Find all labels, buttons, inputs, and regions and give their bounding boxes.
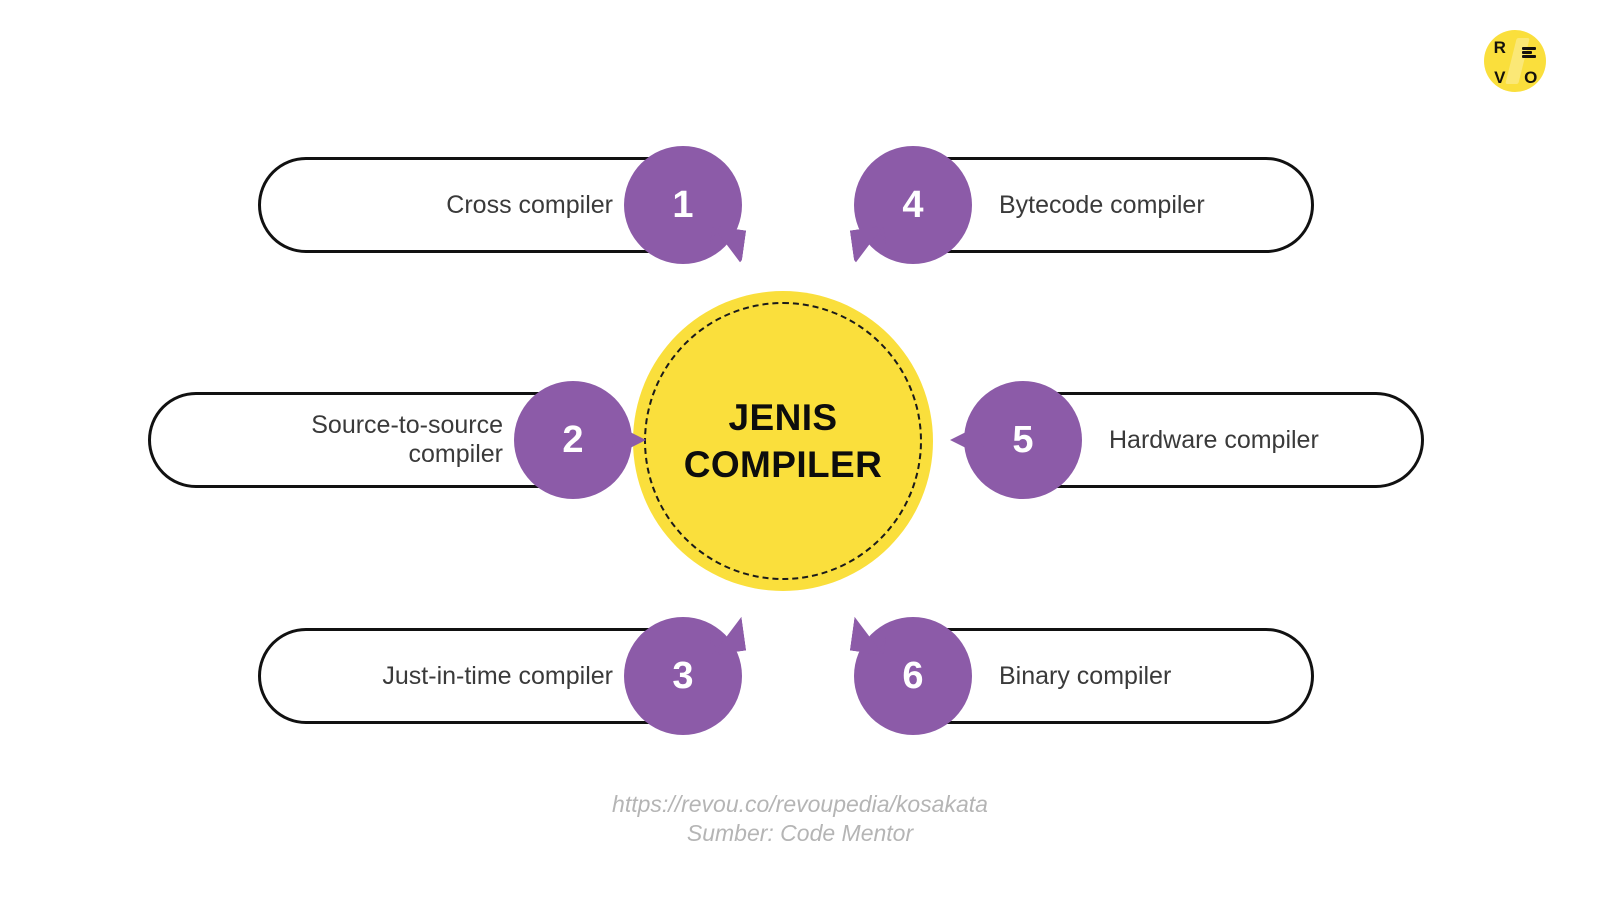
item-3-badge[interactable]: 3 bbox=[624, 617, 742, 735]
logo-equals-icon bbox=[1522, 47, 1536, 58]
item-3[interactable]: Just-in-time compiler 3 bbox=[258, 628, 728, 735]
logo-letter-v: V bbox=[1494, 67, 1505, 87]
item-6-number: 6 bbox=[902, 655, 924, 697]
item-4-badge[interactable]: 4 bbox=[854, 146, 972, 264]
logo-letter-o: O bbox=[1524, 67, 1537, 87]
item-1-badge[interactable]: 1 bbox=[624, 146, 742, 264]
item-3-number: 3 bbox=[672, 655, 694, 697]
item-3-badge-disc bbox=[624, 617, 742, 735]
item-1[interactable]: Cross compiler 1 bbox=[258, 146, 728, 253]
item-1-badge-disc bbox=[624, 146, 742, 264]
item-5-label: Hardware compiler bbox=[1109, 425, 1319, 454]
item-5-badge[interactable]: 5 bbox=[950, 381, 1082, 499]
footer: https://revou.co/revoupedia/kosakata Sum… bbox=[0, 790, 1600, 848]
item-5-badge-disc bbox=[964, 381, 1082, 499]
item-2-badge[interactable]: 2 bbox=[514, 381, 646, 499]
logo-lettermark: R V O bbox=[1484, 30, 1546, 92]
hub-title: JENIS COMPILER bbox=[683, 396, 883, 485]
item-2[interactable]: Source-to-source compiler 2 bbox=[148, 381, 646, 499]
item-6[interactable]: Binary compiler 6 bbox=[868, 628, 1314, 735]
item-1-label: Cross compiler bbox=[446, 190, 613, 219]
footer-source: Sumber: Code Mentor bbox=[686, 820, 914, 847]
item-5[interactable]: Hardware compiler 5 bbox=[950, 381, 1424, 499]
logo-letter-r: R bbox=[1493, 37, 1506, 57]
item-2-badge-disc bbox=[514, 381, 632, 499]
item-6-badge-disc bbox=[854, 617, 972, 735]
item-6-label: Binary compiler bbox=[999, 661, 1172, 690]
item-4-number: 4 bbox=[902, 184, 924, 226]
item-4-label: Bytecode compiler bbox=[999, 190, 1205, 219]
item-4-badge-disc bbox=[854, 146, 972, 264]
item-2-label: Source-to-source compiler bbox=[311, 411, 503, 468]
footer-url[interactable]: https://revou.co/revoupedia/kosakata bbox=[612, 791, 988, 817]
center-hub: JENIS COMPILER bbox=[633, 291, 933, 591]
revou-logo: R V O bbox=[1484, 30, 1546, 92]
item-5-number: 5 bbox=[1012, 419, 1034, 461]
item-2-number: 2 bbox=[562, 419, 584, 461]
item-6-badge[interactable]: 6 bbox=[854, 617, 972, 735]
item-3-label: Just-in-time compiler bbox=[382, 661, 613, 690]
item-1-number: 1 bbox=[672, 184, 694, 226]
item-4[interactable]: Bytecode compiler 4 bbox=[868, 146, 1314, 253]
